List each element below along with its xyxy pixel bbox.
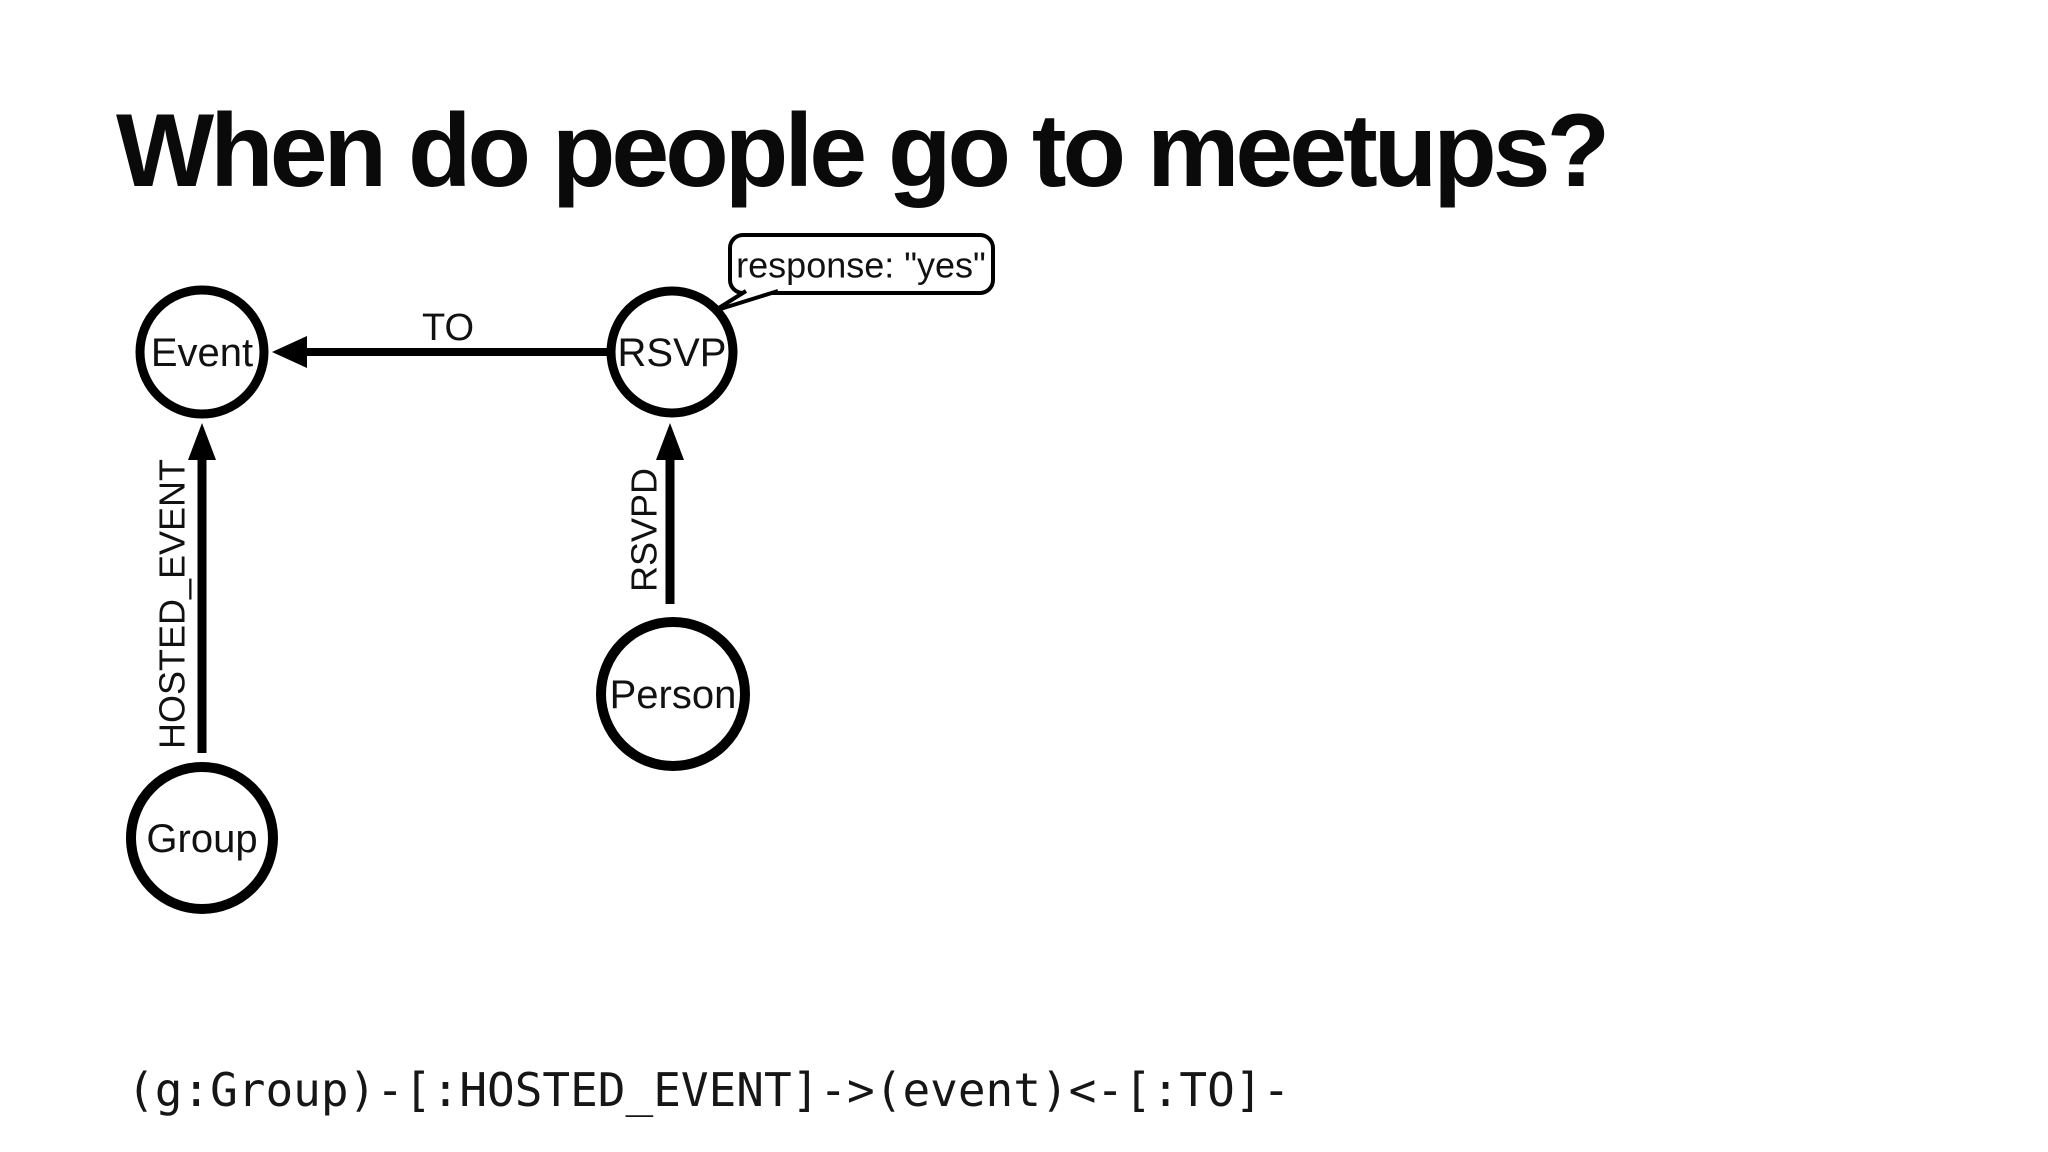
node-event-label: Event bbox=[151, 331, 253, 375]
edge-hosted-event-label: HOSTED_EVENT bbox=[152, 459, 193, 749]
edge-hosted-event-arrowhead-icon bbox=[188, 423, 216, 460]
edge-rsvpd-label: RSVPD bbox=[624, 468, 665, 592]
node-person-label: Person bbox=[610, 673, 737, 717]
property-callout-text: response: "yes" bbox=[736, 245, 986, 286]
property-callout bbox=[728, 233, 995, 295]
slide-title: When do people go to meetups? bbox=[116, 93, 1610, 209]
callout-tail-icon bbox=[712, 289, 779, 313]
node-rsvp-label: RSVP bbox=[618, 331, 727, 375]
cypher-code: (g:Group)-[:HOSTED_EVENT]->(event)<-[:TO… bbox=[127, 952, 1290, 1152]
node-person-circle bbox=[596, 617, 750, 771]
node-group-label: Group bbox=[146, 817, 257, 861]
edge-rsvpd-arrowhead-icon bbox=[656, 423, 684, 460]
edge-to-label: TO bbox=[422, 307, 474, 349]
cypher-line-1: (g:Group)-[:HOSTED_EVENT]->(event)<-[:TO… bbox=[127, 1063, 1291, 1117]
edge-to-arrowhead-icon bbox=[272, 336, 307, 368]
node-rsvp-circle bbox=[606, 286, 738, 418]
node-group-circle bbox=[126, 762, 278, 914]
node-event-circle bbox=[135, 285, 269, 419]
